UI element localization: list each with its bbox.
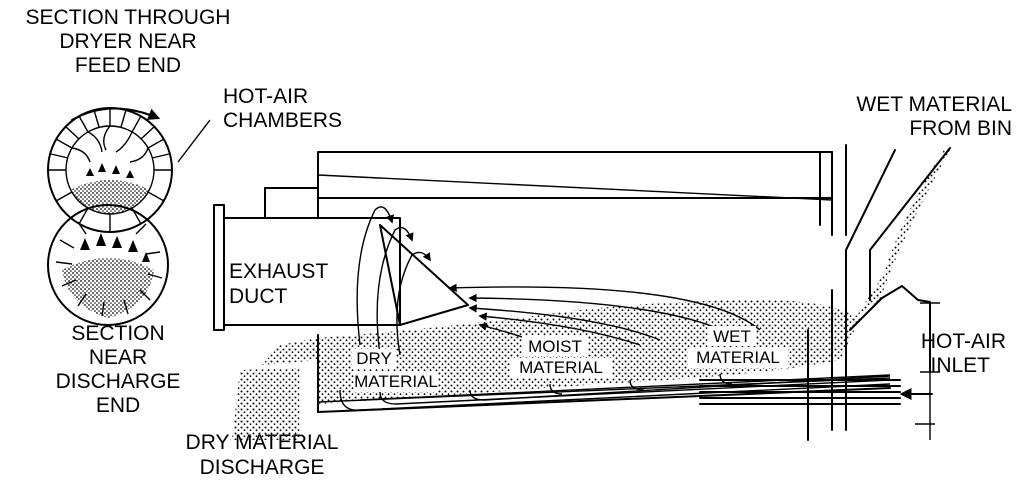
feed-end-section-drum [47, 107, 173, 233]
svg-text:MATERIAL: MATERIAL [519, 358, 603, 377]
svg-text:SECTION: SECTION [71, 322, 164, 345]
label-hot-air-chambers: HOT-AIR CHAMBERS [223, 85, 342, 132]
discharge-spill [232, 368, 300, 440]
label-dry-material-discharge: DRY MATERIAL DISCHARGE [186, 431, 339, 479]
svg-text:NEAR: NEAR [89, 346, 147, 369]
svg-text:MATERIAL: MATERIAL [696, 348, 780, 367]
label-wet-material-from-bin: WET MATERIAL FROM BIN [856, 93, 1012, 140]
hot-air-chambers-pointer [177, 119, 211, 163]
svg-text:FEED END: FEED END [75, 54, 181, 77]
svg-text:MATERIAL: MATERIAL [354, 372, 438, 391]
svg-text:WET: WET [713, 327, 751, 346]
label-dry-material: DRY MATERIAL [352, 349, 438, 392]
label-hot-air-inlet: HOT-AIR INLET [921, 330, 1006, 377]
svg-text:EXHAUST: EXHAUST [229, 260, 328, 283]
svg-text:HOT-AIR: HOT-AIR [223, 85, 308, 108]
svg-text:MOIST: MOIST [528, 337, 582, 356]
svg-text:HOT-AIR: HOT-AIR [921, 330, 1006, 353]
label-exhaust-duct: EXHAUST DUCT [229, 260, 328, 308]
label-section-discharge-end: SECTION NEAR DISCHARGE END [56, 322, 181, 417]
svg-text:DRY: DRY [356, 349, 392, 368]
svg-text:CHAMBERS: CHAMBERS [223, 109, 342, 132]
exhaust-baffle [379, 224, 469, 326]
label-section-feed-end: SECTION THROUGH DRYER NEAR FEED END [26, 6, 231, 77]
lower-flights [339, 373, 891, 411]
svg-text:FROM BIN: FROM BIN [909, 117, 1012, 140]
label-moist-material: MOIST MATERIAL [510, 336, 612, 378]
svg-text:DISCHARGE: DISCHARGE [56, 370, 181, 393]
svg-text:DUCT: DUCT [229, 285, 287, 308]
wet-material-feed-chute [845, 147, 951, 320]
label-wet-material: WET MATERIAL [688, 326, 788, 368]
discharge-end-section-drum [47, 204, 169, 326]
svg-text:DRY MATERIAL: DRY MATERIAL [186, 431, 339, 454]
svg-text:INLET: INLET [930, 354, 990, 377]
svg-text:DISCHARGE: DISCHARGE [200, 456, 325, 479]
svg-text:SECTION THROUGH: SECTION THROUGH [26, 6, 231, 29]
hot-air-inlet-duct [849, 285, 940, 440]
svg-text:DRYER NEAR: DRYER NEAR [59, 30, 196, 53]
svg-text:END: END [96, 394, 140, 417]
svg-text:WET MATERIAL: WET MATERIAL [856, 93, 1012, 116]
